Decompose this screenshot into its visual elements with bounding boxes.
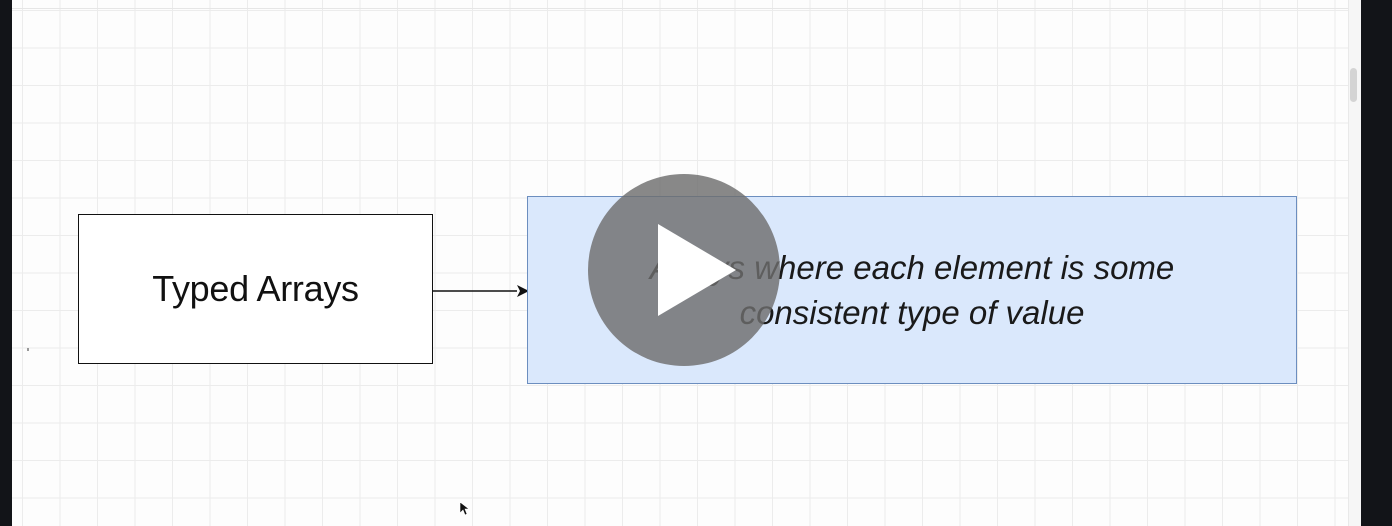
arrowhead-icon bbox=[517, 285, 529, 297]
vertical-scrollbar[interactable] bbox=[1348, 0, 1361, 526]
canvas-top-divider bbox=[12, 8, 1360, 9]
typed-arrays-label: Typed Arrays bbox=[152, 268, 359, 309]
mouse-cursor-icon bbox=[460, 502, 470, 516]
connector-arrow[interactable] bbox=[433, 282, 529, 300]
definition-line-2: consistent type of value bbox=[739, 294, 1085, 331]
scrollbar-thumb[interactable] bbox=[1350, 68, 1357, 102]
typed-arrays-node[interactable]: Typed Arrays bbox=[78, 214, 433, 364]
play-button[interactable] bbox=[588, 174, 780, 366]
canvas-resize-marker bbox=[27, 348, 29, 351]
play-icon bbox=[658, 224, 736, 316]
